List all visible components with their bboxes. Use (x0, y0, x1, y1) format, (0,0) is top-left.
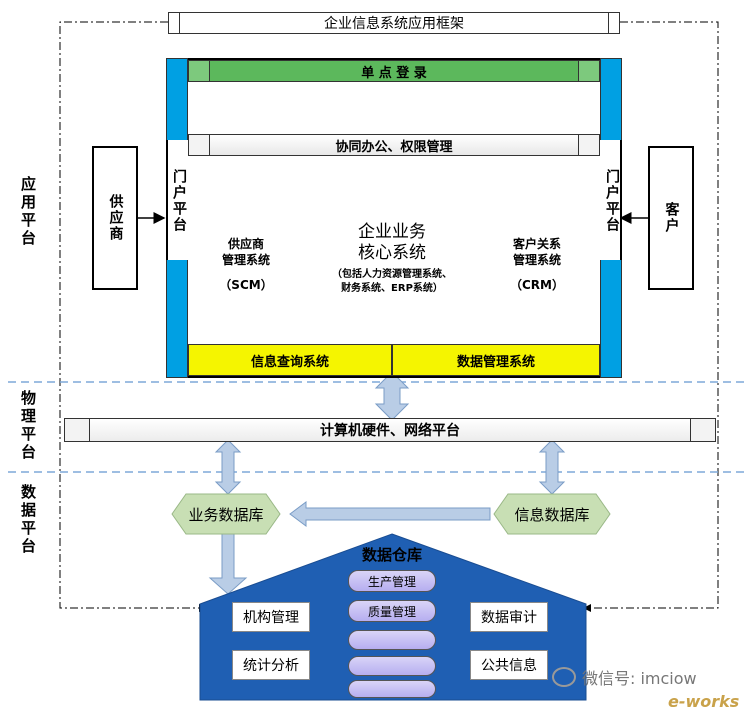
scm-abbr: （SCM） (219, 278, 273, 292)
stats-box: 统计分析 (232, 650, 310, 680)
crm-title: 客户关系 管理系统 (512, 237, 561, 268)
data-mgmt-label: 数据管理系统 (456, 354, 535, 370)
stack-item (348, 656, 436, 676)
core-subtitle: （包括人力资源管理系统、 财务系统、ERP系统） (332, 269, 452, 294)
updown-arrow-left (214, 439, 242, 495)
physical-label: 计算机硬件、网络平台 (320, 423, 460, 439)
wechat-watermark: 微信号: imciow (552, 664, 742, 690)
stats-label: 统计分析 (243, 658, 299, 674)
framework-title-bar: 企业信息系统应用框架 (168, 12, 620, 34)
stack-item: 生产管理 (348, 570, 436, 592)
info-to-business-arrow (289, 501, 491, 527)
stack-item-label: 生产管理 (367, 574, 416, 589)
business-db-label: 业务数据库 (188, 506, 264, 524)
business-db-shape (171, 493, 281, 535)
layer-label-app: 应用平台 (19, 176, 37, 248)
title-cap-left (168, 12, 180, 34)
stack-item: 质量管理 (348, 600, 436, 622)
public-info-box: 公共信息 (470, 650, 548, 680)
scm-title: 供应商 管理系统 (221, 237, 270, 268)
updown-arrow-right (538, 439, 566, 495)
physical-cap-left (64, 418, 90, 442)
sso-cap-right (578, 60, 600, 82)
info-db-label: 信息数据库 (514, 506, 590, 524)
outer-loop-right (590, 21, 719, 609)
data-mgmt-bar: 数据管理系统 (392, 344, 600, 376)
physical-cap-right (690, 418, 716, 442)
wechat-id: 微信号: imciow (582, 669, 697, 688)
framework-title: 企业信息系统应用框架 (324, 16, 464, 32)
layer-label-physical: 物理平台 (19, 390, 37, 462)
info-query-label: 信息查询系统 (250, 354, 329, 370)
supplier-box: 供应商 (92, 146, 138, 290)
title-cap-right (608, 12, 620, 34)
audit-box: 数据审计 (470, 602, 548, 632)
business-to-warehouse-arrow (208, 531, 248, 595)
org-mgmt-box: 机构管理 (232, 602, 310, 632)
sso-label: 单 点 登 录 (361, 65, 427, 81)
office-bar: 协同办公、权限管理 (188, 134, 600, 156)
org-mgmt-label: 机构管理 (243, 610, 299, 626)
office-cap-left (188, 134, 210, 156)
supplier-label: 供应商 (107, 194, 124, 242)
updown-arrow-center (374, 371, 410, 421)
audit-label: 数据审计 (481, 610, 537, 626)
crm-abbr: （CRM） (510, 278, 564, 292)
stack-item (348, 680, 436, 698)
sso-bar: 单 点 登 录 (188, 60, 600, 82)
office-cap-right (578, 134, 600, 156)
app-platform-frame (166, 58, 622, 378)
wechat-icon (552, 667, 576, 687)
info-query-bar: 信息查询系统 (188, 344, 392, 376)
layer-label-data: 数据平台 (19, 484, 37, 556)
info-db-shape (493, 493, 611, 535)
customer-box: 客户 (648, 146, 694, 290)
stack-item-label: 质量管理 (367, 604, 416, 619)
portal-label-bg-right (600, 140, 622, 260)
portal-label-left: 门户平台 (171, 169, 187, 233)
customer-label: 客户 (663, 202, 680, 234)
portal-label-bg-left (166, 140, 188, 260)
warehouse-title: 数据仓库 (361, 546, 422, 564)
core-title: 企业业务 核心系统 (358, 222, 426, 264)
public-info-label: 公共信息 (481, 658, 537, 674)
sso-cap-left (188, 60, 210, 82)
portal-label-right: 门户平台 (604, 169, 620, 233)
stack-item (348, 630, 436, 650)
office-label: 协同办公、权限管理 (335, 139, 453, 155)
physical-bar: 计算机硬件、网络平台 (64, 418, 716, 442)
outer-loop-left (59, 21, 200, 609)
brand-watermark: e-works (668, 692, 740, 711)
